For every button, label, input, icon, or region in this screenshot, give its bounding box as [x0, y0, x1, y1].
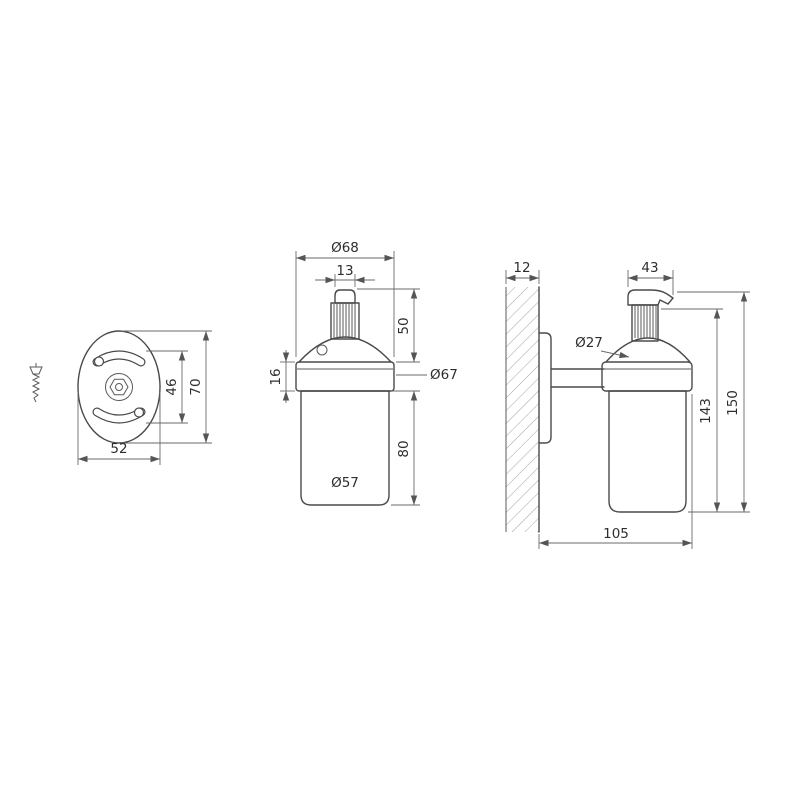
center-hub-nut: [105, 373, 133, 401]
dim-plate-height: 70: [121, 330, 212, 444]
dim-mount-height: 143: [661, 308, 750, 513]
lower-screw-hole: [133, 407, 145, 418]
dim-dome-diameter: Ø68: [295, 240, 395, 357]
dim-collar-diameter: Ø67: [396, 367, 458, 383]
dim-total-height: 150: [677, 291, 750, 512]
wall-section: [505, 286, 540, 533]
dim-mount-height-label: 143: [698, 398, 714, 424]
dim-collar-height-label: 16: [268, 368, 284, 385]
dim-dome-diameter-label: Ø68: [331, 240, 359, 256]
pump-head-side: [627, 289, 674, 306]
dim-total-height-label: 150: [725, 390, 741, 416]
glass-body-front: [300, 390, 390, 506]
dim-collar-diameter-label: Ø67: [430, 367, 458, 383]
dim-body-height-label: 80: [396, 440, 412, 457]
holder-arm-side: [550, 368, 605, 388]
front-plate-view: 46 70 52: [29, 330, 212, 465]
dim-plate-width-label: 52: [110, 441, 127, 457]
dim-body-diameter-label: Ø57: [331, 475, 359, 491]
dim-neck-diameter-label: Ø27: [575, 335, 603, 351]
mount-plate-side: [538, 332, 552, 444]
upper-screw-hole: [93, 356, 105, 367]
pump-neck-side: [631, 304, 659, 342]
holder-dome-side: [605, 337, 691, 363]
mount-plate-upper-slot: [92, 350, 146, 367]
front-dispenser-view: Ø68 13 50 Ø67 16: [268, 240, 458, 506]
pump-nozzle-front: [334, 289, 356, 304]
dim-total-depth-label: 105: [603, 526, 629, 542]
mount-plate-lower-slot: [92, 407, 146, 424]
screw-icon: [29, 363, 43, 403]
dim-hole-spacing-label: 46: [164, 378, 180, 395]
dim-wall-thickness-label: 12: [513, 260, 530, 276]
pump-neck-front: [330, 302, 360, 340]
dim-body-height: 80: [391, 390, 420, 506]
dim-nozzle-width: 13: [315, 263, 375, 287]
dim-collar-height: 16: [268, 350, 295, 403]
collar-ring-front: [295, 361, 395, 392]
wall-hatch: [506, 287, 539, 532]
dim-hole-spacing: 46: [146, 350, 188, 424]
dim-plate-width: 52: [77, 392, 161, 465]
dim-pump-height-label: 50: [396, 317, 412, 334]
dim-plate-height-label: 70: [188, 378, 204, 395]
side-assembly-view: 12 43 Ø27 143 150: [505, 260, 750, 549]
dim-head-depth-label: 43: [641, 260, 658, 276]
dome-set-screw: [316, 344, 328, 356]
holder-dome-front: [298, 336, 392, 363]
mount-plate-outline: [77, 330, 161, 444]
dim-total-depth: 105: [538, 394, 693, 549]
dim-neck-diameter: Ø27: [575, 335, 630, 359]
dim-wall-thickness: 12: [505, 260, 540, 284]
dim-nozzle-width-label: 13: [336, 263, 353, 279]
collar-ring-side: [601, 361, 693, 392]
dim-pump-height: 50: [357, 288, 420, 363]
dim-head-depth: 43: [627, 260, 674, 295]
glass-body-side: [608, 390, 687, 513]
